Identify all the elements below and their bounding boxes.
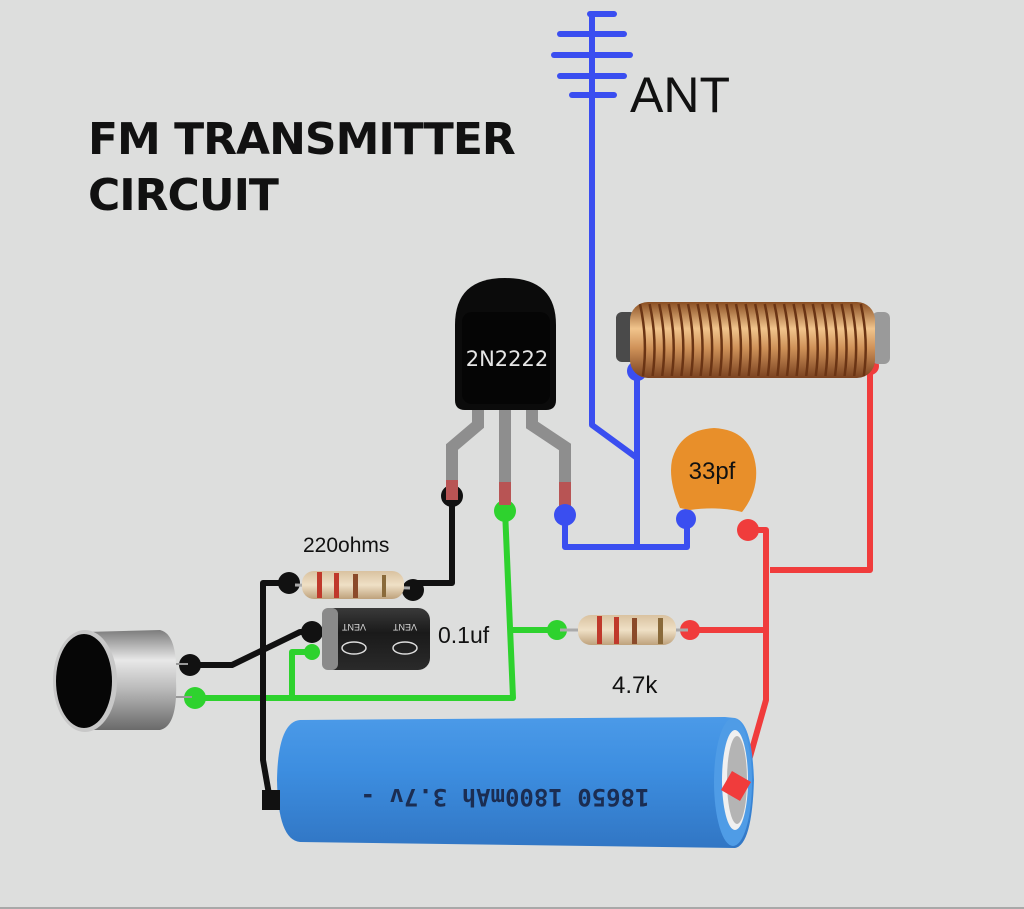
coil-turn	[734, 303, 743, 377]
electrolytic-capacitor: VENT VENT	[322, 608, 430, 670]
coil-turn	[782, 303, 791, 377]
coil-turn	[725, 303, 733, 377]
transistor-label: 2N2222	[466, 347, 549, 371]
base-terminal	[494, 500, 516, 522]
coil-turn	[801, 303, 810, 377]
capacitor-print-1: VENT	[342, 622, 367, 632]
antenna	[551, 11, 639, 461]
microphone	[53, 630, 192, 732]
r220-left-terminal	[278, 572, 300, 594]
coil-turn	[773, 303, 781, 377]
coil-turn	[696, 303, 704, 377]
ceramic-capacitor	[671, 428, 757, 512]
coil-turn	[859, 303, 867, 377]
mic-signal-terminal	[184, 687, 206, 709]
title-line-2: CIRCUIT	[88, 170, 279, 221]
battery-icon	[277, 717, 754, 848]
coil-turn	[705, 303, 714, 377]
page-title: FM TRANSMITTER CIRCUIT	[88, 112, 516, 224]
electrolytic-capacitor-icon: VENT VENT	[322, 608, 430, 670]
antenna-label: ANT	[630, 67, 730, 123]
collector-terminal	[554, 504, 576, 526]
coil-turn	[638, 303, 647, 377]
ceramic-capacitor-icon	[671, 428, 757, 512]
coil-turn	[811, 303, 819, 377]
resistor-220-label: 220ohms	[303, 534, 390, 557]
cap-33pf-right-terminal	[737, 519, 759, 541]
capacitor-print-2: VENT	[393, 622, 418, 632]
battery: 18650 1800mAh 3.7v -	[277, 717, 754, 848]
transistor	[446, 278, 576, 526]
coil-turn	[792, 303, 800, 377]
cap-01uf-neg-terminal	[304, 644, 320, 660]
cap-01uf-pos-terminal	[301, 621, 323, 643]
battery-negative-terminal	[262, 790, 280, 810]
electrolytic-capacitor-label: 0.1uf	[438, 622, 490, 648]
cap-33pf-left-terminal	[676, 509, 696, 529]
resistor-icon	[294, 571, 411, 599]
coil-turn	[821, 303, 829, 377]
coil-turn	[677, 303, 685, 377]
collector-net	[562, 370, 690, 550]
battery-label: 18650 1800mAh 3.7v -	[361, 783, 650, 811]
inductor	[616, 302, 890, 378]
coil-turn	[657, 303, 666, 377]
coil-turn	[849, 303, 858, 377]
coil-turn	[715, 303, 723, 377]
coil-turn	[744, 303, 752, 377]
ceramic-capacitor-label: 33pf	[689, 458, 736, 485]
antenna-wire	[589, 12, 639, 461]
coil-turn	[686, 303, 695, 377]
transistor-legs	[446, 405, 571, 510]
coil-turn	[753, 303, 762, 377]
r47k-left-terminal	[547, 620, 567, 640]
resistor-220	[294, 571, 411, 599]
coil-turn	[648, 303, 656, 377]
coil-turn	[763, 303, 771, 377]
coil-turn	[830, 303, 839, 377]
coil-turn	[840, 303, 848, 377]
resistor-icon	[560, 615, 688, 645]
coil-turn	[667, 303, 675, 377]
battery-positive-terminal	[720, 770, 752, 802]
mic-ground-terminal	[179, 654, 201, 676]
electret-microphone-icon	[53, 630, 192, 732]
title-line-1: FM TRANSMITTER	[88, 114, 516, 165]
r47k-right-terminal	[680, 620, 700, 640]
resistor-4-7k-label: 4.7k	[612, 672, 658, 699]
bottom-border	[0, 907, 1024, 909]
coil-icon	[616, 302, 890, 378]
resistor-4-7k	[560, 615, 688, 645]
r220-right-terminal	[402, 579, 424, 601]
